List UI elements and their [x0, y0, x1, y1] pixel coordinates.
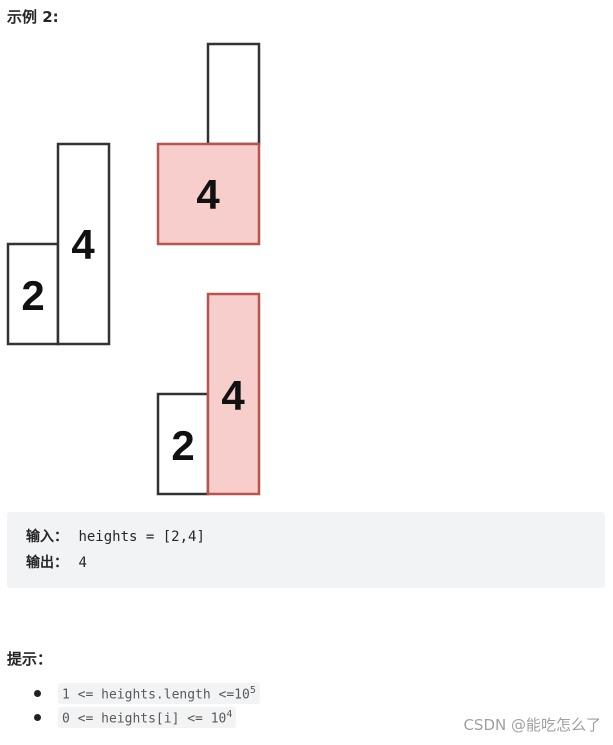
- example-io-box: 输入： heights = [2,4] 输出： 4: [7, 512, 605, 588]
- bar-2-label: 2: [21, 272, 44, 319]
- highlight-rect-bottom: [206, 292, 261, 496]
- bullet-icon: [34, 714, 41, 721]
- highlight-rect-top: [156, 142, 261, 246]
- original-histogram: 2 4: [6, 142, 111, 346]
- input-row: 输入： heights = [2,4]: [26, 527, 205, 547]
- example-title: 示例 2:: [7, 8, 59, 26]
- highlight-top-label: 4: [196, 171, 220, 218]
- constraint-code: 1 <= heights.length <=105: [58, 683, 260, 705]
- input-label: 输入：: [26, 529, 68, 545]
- histogram-figure: 2 4 4 2 4: [6, 42, 261, 496]
- bar-4-label: 4: [71, 221, 95, 268]
- bar-2-bottom-label: 2: [171, 422, 194, 469]
- hints-title: 提示：: [7, 650, 53, 668]
- output-row: 输出： 4: [26, 553, 87, 573]
- bar-4: [56, 142, 111, 346]
- split-top: 4: [156, 42, 261, 246]
- input-value: heights = [2,4]: [78, 529, 205, 545]
- bullet-icon: [34, 690, 41, 697]
- constraint-code: 0 <= heights[i] <= 104: [58, 707, 237, 729]
- highlight-bottom-label: 4: [221, 372, 245, 419]
- output-label: 输出：: [26, 555, 68, 571]
- split-bottom: 2 4: [156, 292, 261, 496]
- output-value: 4: [78, 555, 87, 571]
- watermark: CSDN @能吃怎么了: [463, 716, 601, 734]
- bar-4-upper: [206, 42, 261, 146]
